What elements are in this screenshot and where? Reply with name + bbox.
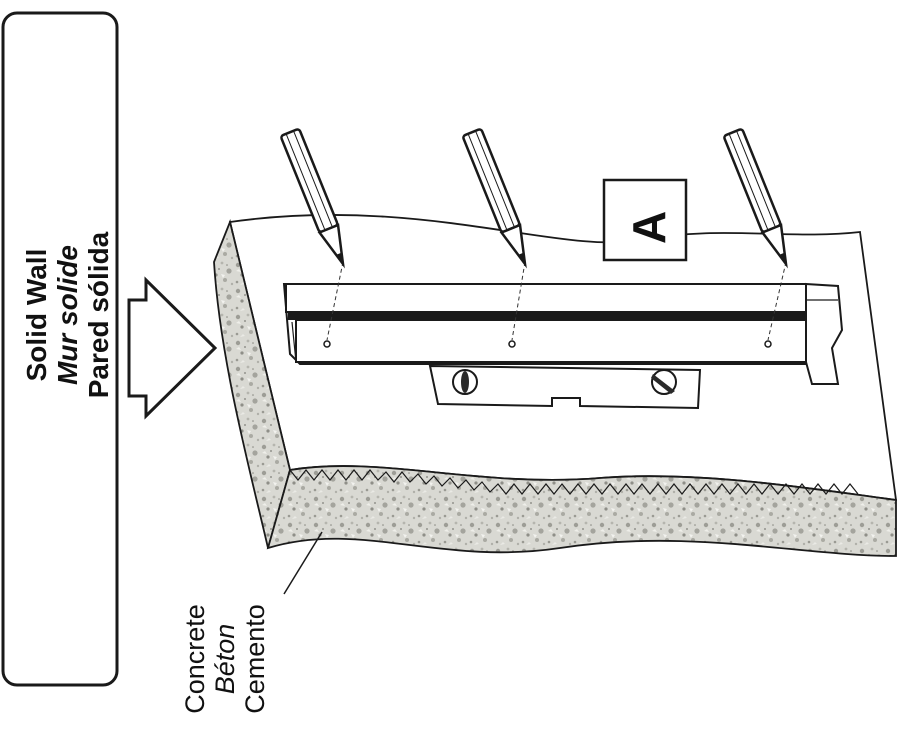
- wall-left-edge: [213, 219, 291, 549]
- concrete-front-face: [266, 465, 897, 557]
- screw-head-left: [452, 369, 478, 395]
- mark-point: [764, 340, 772, 348]
- pencil-icon: [280, 128, 345, 269]
- wall-type-label: Solid Wall Mur solide Pared sólida: [21, 175, 114, 455]
- material-label-fr: Béton: [210, 623, 240, 695]
- wall-label-fr: Mur solide: [52, 245, 83, 386]
- screw-head-right: [651, 369, 677, 395]
- pencil-icon: [723, 128, 788, 269]
- wall-edge-zigzag: [289, 469, 859, 495]
- guide-line: [511, 261, 526, 341]
- material-label: Concrete Béton Cemento: [180, 593, 270, 725]
- material-label-es: Cemento: [240, 604, 270, 714]
- leader-line: [283, 531, 323, 595]
- marker-box: [602, 178, 688, 262]
- marker-letter: A: [623, 210, 675, 244]
- guide-line: [326, 261, 344, 341]
- mark-point: [323, 340, 331, 348]
- pointer-arrow: [127, 276, 218, 420]
- material-label-en: Concrete: [180, 604, 210, 714]
- wall-label-en: Solid Wall: [21, 248, 52, 382]
- mounting-rail: [282, 282, 844, 385]
- wall-label-es: Pared sólida: [83, 231, 114, 399]
- label-box: [1, 11, 119, 687]
- mark-point: [508, 340, 516, 348]
- guide-line: [767, 261, 787, 341]
- mounting-plate: [428, 364, 702, 410]
- pencil-icon: [462, 128, 527, 269]
